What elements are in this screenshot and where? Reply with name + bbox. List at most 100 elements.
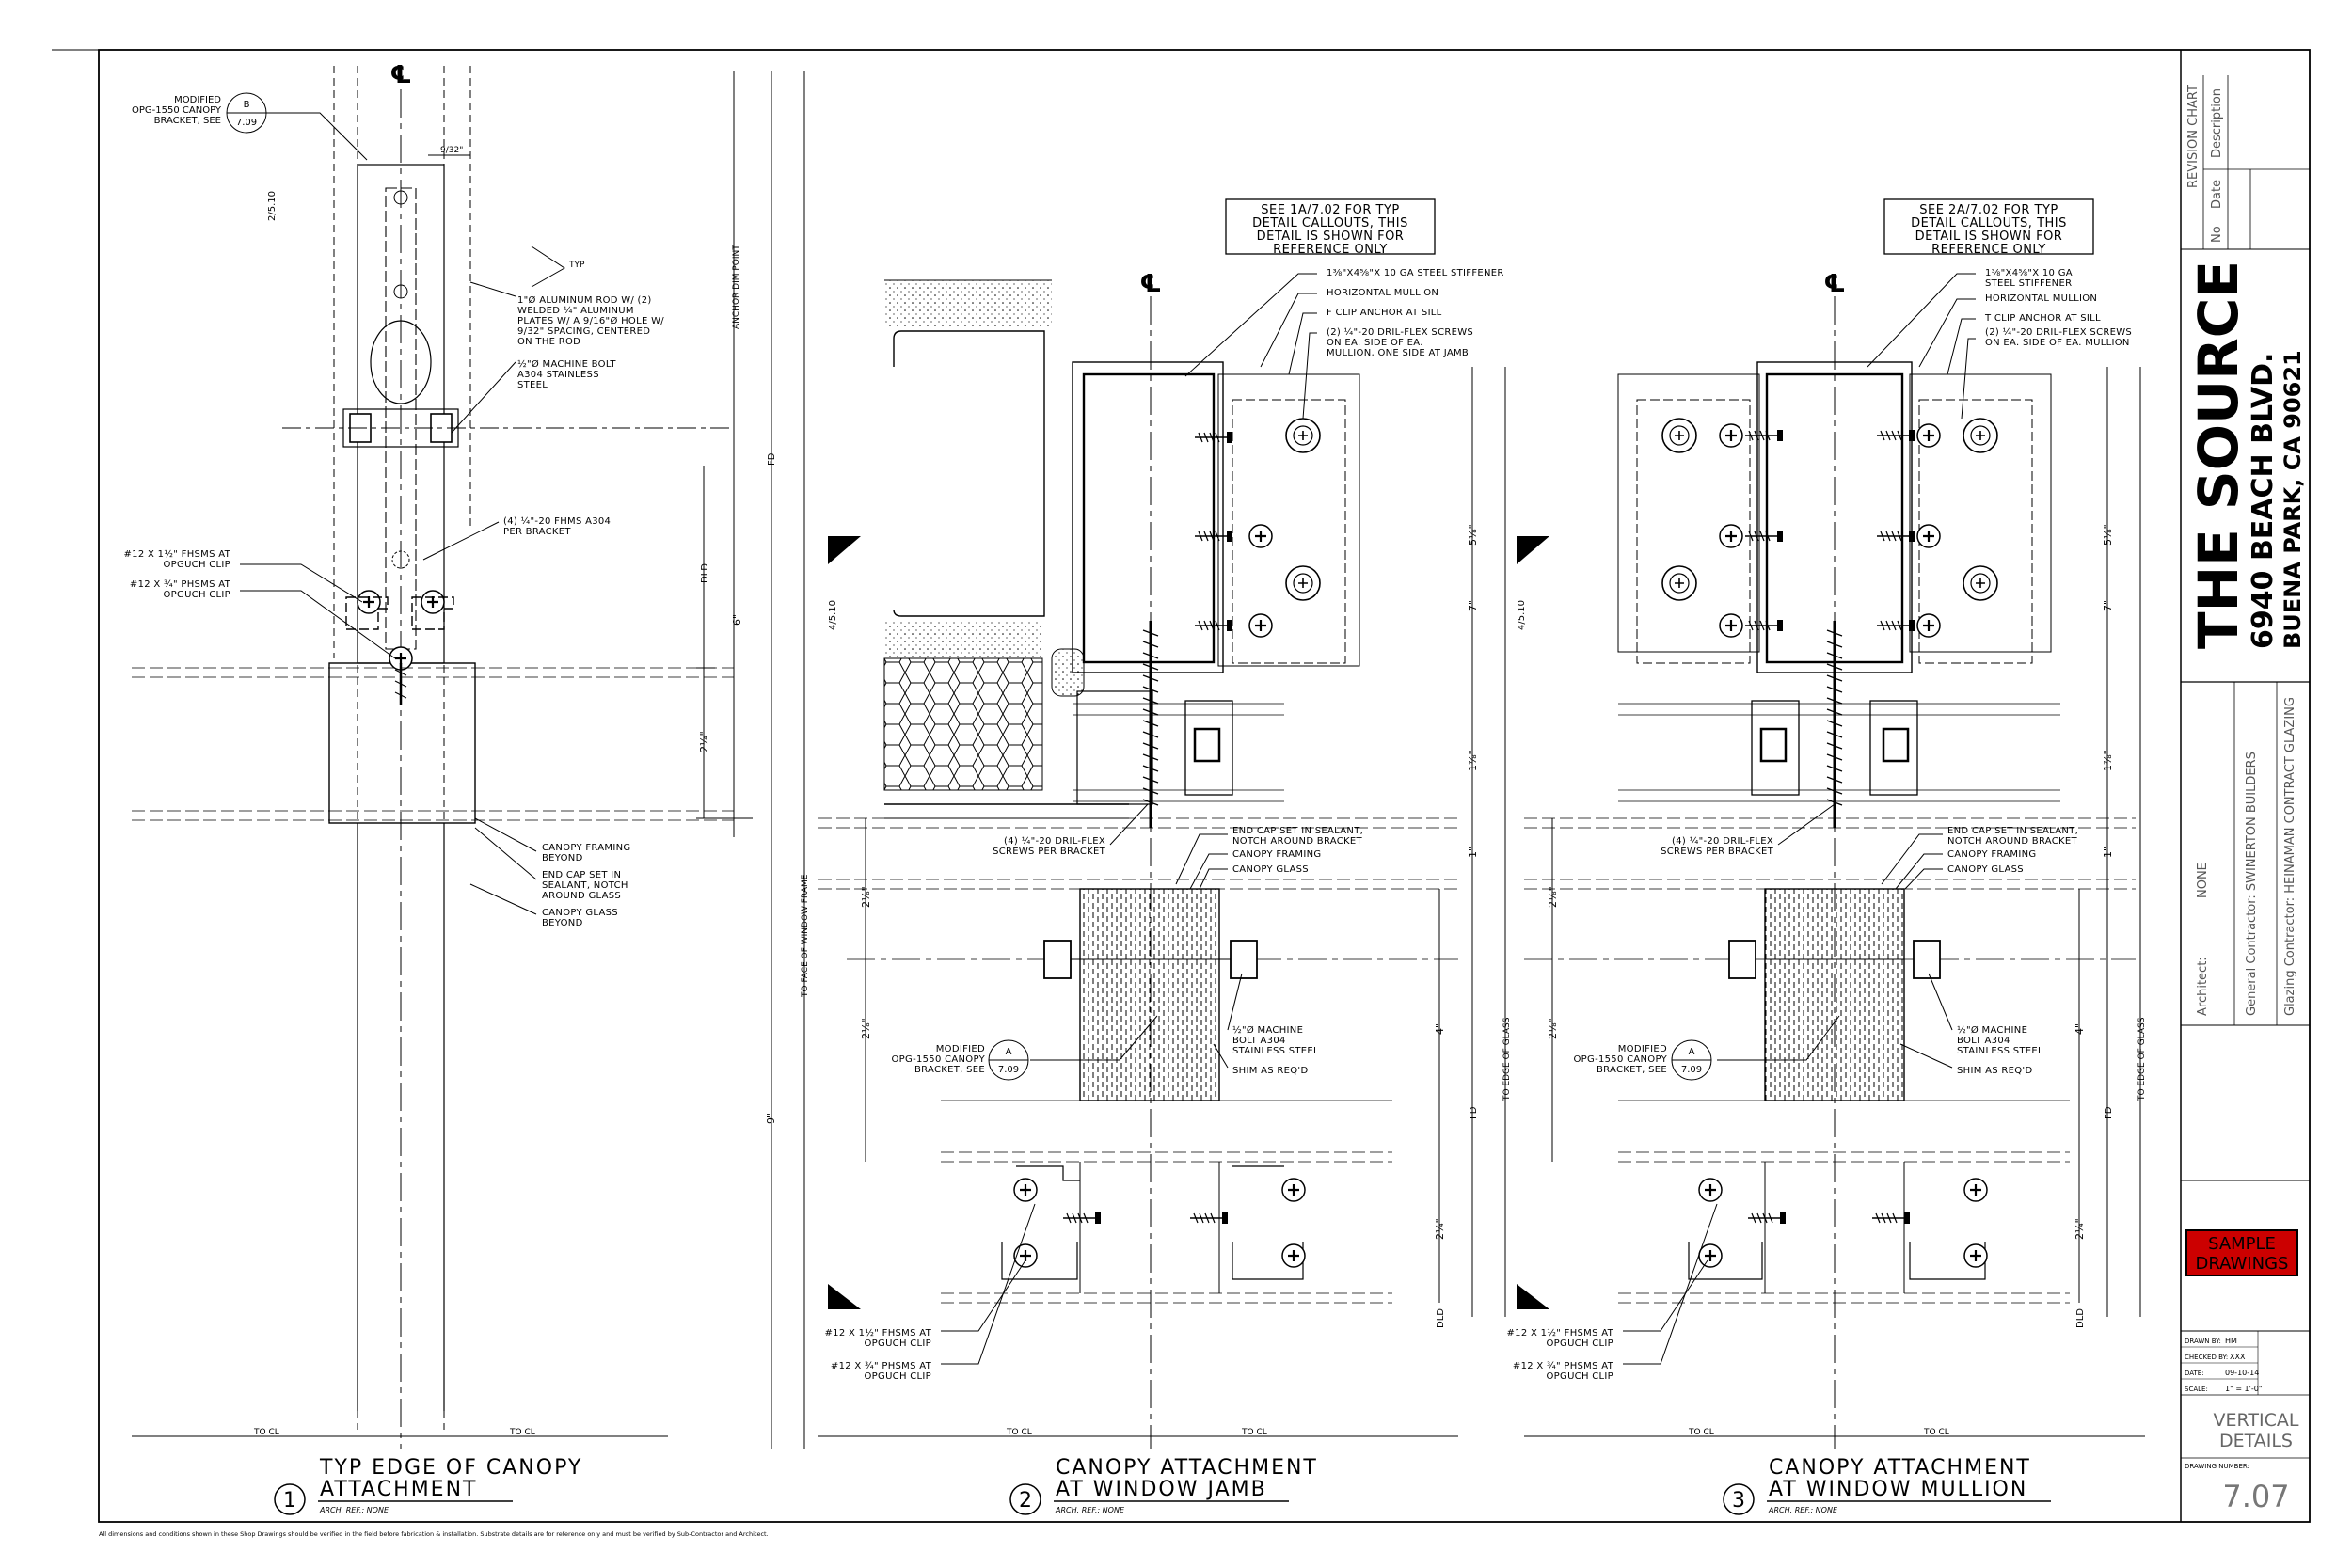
tag-3-top: A [1689, 1047, 1695, 1057]
clip1-note-2b: OPGUCH CLIP [865, 1338, 931, 1349]
glass-note-1b: BEYOND [542, 918, 583, 928]
clip2-note-3a: #12 X ¾" PHSMS AT [1513, 1361, 1614, 1371]
glass-note-2: CANOPY GLASS [1232, 864, 1309, 875]
detail-2: SEE 1A/7.02 FOR TYP DETAIL CALLOUTS, THI… [818, 198, 1512, 1515]
dim-two-q-3: 2¼" [2074, 1218, 2086, 1240]
edge-of-glass-3: TO EDGE OF GLASS [2137, 1017, 2147, 1101]
bolt-note-3a: ½"Ø MACHINE [1957, 1024, 2027, 1036]
modified-1a: MODIFIED [174, 95, 221, 105]
modified-3a: MODIFIED [1618, 1044, 1667, 1054]
project-city: BUENA PARK, CA 90621 [2280, 350, 2306, 649]
modified-1b: OPG-1550 CANOPY [132, 105, 222, 116]
drawing-number: 7.07 [2222, 1479, 2289, 1514]
glazing-contractor: Glazing Contractor: HEINAMAN CONTRACT GL… [2283, 697, 2297, 1016]
detail-title-1b: ATTACHMENT [320, 1478, 477, 1501]
face-of-window-frame: TO FACE OF WINDOW FRAME [801, 874, 810, 998]
see-note-2d: REFERENCE ONLY [1273, 243, 1388, 257]
modified-3b: OPG-1550 CANOPY [1574, 1054, 1668, 1065]
to-cl-3a: TO CL [1688, 1428, 1714, 1437]
see-note-2c: DETAIL IS SHOWN FOR [1257, 230, 1405, 244]
bolt-note-2a: ½"Ø MACHINE [1232, 1024, 1303, 1036]
see-note-3b: DETAIL CALLOUTS, THIS [1911, 216, 2067, 230]
architect-label: Architect: [2196, 957, 2210, 1016]
bolt-note-1b: A304 STAINLESS [517, 370, 599, 380]
centerline-symbol: ℄ [389, 61, 411, 89]
dim-one-3: 1" [2102, 847, 2114, 858]
drilflex-note-2b: SCREWS PER BRACKET [993, 847, 1106, 857]
bolt-note-1c: STEEL [517, 380, 548, 390]
fhms-note-1b: PER BRACKET [503, 527, 571, 537]
dim-dld-2: DLD [1436, 1308, 1446, 1328]
dim-two-e-3: 2⅛" [1547, 886, 1559, 908]
dril-flex-screw-2 [1142, 621, 1159, 828]
drawing-number-label: DRAWING NUMBER: [2185, 1463, 2249, 1470]
date-value: 09-10-14 [2225, 1369, 2259, 1377]
endcap-note-1c: AROUND GLASS [542, 891, 621, 901]
endcap-note-1a: END CAP SET IN [542, 870, 621, 880]
framing-note-1a: CANOPY FRAMING [542, 843, 630, 853]
stiffener-note-3b: STEEL STIFFENER [1985, 278, 2072, 289]
clip1-note-1a: #12 X 1½" FHSMS AT [124, 548, 231, 560]
detail-num-1: 1 [283, 1489, 296, 1513]
detail-title-2b: AT WINDOW JAMB [1056, 1478, 1267, 1501]
title-block: REVISION CHART No Date Description THE S… [2180, 50, 2310, 1522]
to-cl-2b: TO CL [1241, 1428, 1267, 1437]
detail-title-1a: TYP EDGE OF CANOPY [319, 1456, 582, 1480]
rod-note-4: 9/32" SPACING, CENTERED [517, 326, 650, 337]
rod-note-1: 1"Ø ALUMINUM ROD W/ (2) [517, 294, 652, 306]
checked-by: XXX [2230, 1353, 2246, 1361]
mullion-note-3: HORIZONTAL MULLION [1985, 293, 2097, 304]
scale-label: SCALE: [2185, 1386, 2208, 1393]
dim-seven-3: 7" [2102, 600, 2114, 611]
detail-title-2a: CANOPY ATTACHMENT [1056, 1456, 1318, 1480]
dim-two-q-2: 2¼" [1434, 1218, 1446, 1240]
date-label: DATE: [2185, 1370, 2204, 1377]
detail-title-3a: CANOPY ATTACHMENT [1769, 1456, 2031, 1480]
modified-3c: BRACKET, SEE [1597, 1065, 1667, 1075]
clip2-note-2b: OPGUCH CLIP [865, 1371, 931, 1382]
screws-note-3b: ON EA. SIDE OF EA. MULLION [1985, 338, 2130, 348]
drilflex-note-3b: SCREWS PER BRACKET [1661, 847, 1774, 857]
to-cl-2a: TO CL [1006, 1428, 1032, 1437]
drawn-by-label: DRAWN BY: [2185, 1338, 2221, 1345]
rod-note-2: WELDED ¼" ALUMINUM [517, 305, 634, 316]
dim-932: 9/32" [440, 146, 463, 155]
scale-value: 1" = 1'-0" [2225, 1385, 2263, 1393]
framing-note-3: CANOPY FRAMING [1947, 849, 2036, 860]
clip2-note-1b: OPGUCH CLIP [164, 590, 230, 600]
bolt-note-3b: BOLT A304 [1957, 1036, 2010, 1046]
dim-seven-2: 7" [1467, 600, 1479, 611]
screws-note-2a: (2) ¼"-20 DRIL-FLEX SCREWS [1327, 326, 1473, 338]
to-cl-3b: TO CL [1923, 1428, 1949, 1437]
clip2-note-3b: OPGUCH CLIP [1547, 1371, 1613, 1382]
clip2-note-1a: #12 X ¾" PHSMS AT [130, 579, 231, 590]
see-note-2a: SEE 1A/7.02 FOR TYP [1261, 203, 1400, 217]
detail-num-2: 2 [1019, 1489, 1032, 1513]
shim-note-2: SHIM AS REQ'D [1232, 1066, 1308, 1076]
sheet-border [98, 49, 2311, 1523]
revision-chart: REVISION CHART No Date Description [2181, 75, 2310, 250]
centerline-symbol: ℄ [1139, 270, 1161, 298]
detail-title-3b: AT WINDOW MULLION [1769, 1478, 2027, 1501]
detail-num-3: 3 [1732, 1489, 1745, 1513]
to-cl-1a: TO CL [253, 1428, 279, 1437]
dim-two-eb-3: 2⅛" [1547, 1018, 1559, 1039]
clip1-note-3a: #12 X 1½" FHSMS AT [1507, 1327, 1614, 1338]
edge-of-glass-2: TO EDGE OF GLASS [1502, 1017, 1512, 1101]
clip-note-3: T CLIP ANCHOR AT SILL [1984, 313, 2101, 324]
dim-dld-1: DLD [700, 563, 710, 583]
shim-note-3: SHIM AS REQ'D [1957, 1066, 2032, 1076]
drilflex-note-2a: (4) ¼"-20 DRIL-FLEX [1004, 835, 1105, 847]
centerline-symbol: ℄ [1823, 270, 1845, 298]
ref-tag-2: 4/5.10 [828, 600, 838, 630]
checked-by-label: CHECKED BY: [2185, 1354, 2228, 1361]
tag-1-top: B [244, 100, 250, 110]
tag-1-bot: 7.09 [236, 118, 257, 128]
bolt-note-3c: STAINLESS STEEL [1957, 1046, 2043, 1056]
dim-three-e-2: 1⅞" [1467, 750, 1479, 771]
detail-number-circle-2 [1009, 1483, 1041, 1515]
ref-tag-1: 2/5.10 [267, 191, 278, 221]
clip2-note-2a: #12 X ¾" PHSMS AT [831, 1361, 932, 1371]
dim-dld-3: DLD [2075, 1308, 2086, 1328]
